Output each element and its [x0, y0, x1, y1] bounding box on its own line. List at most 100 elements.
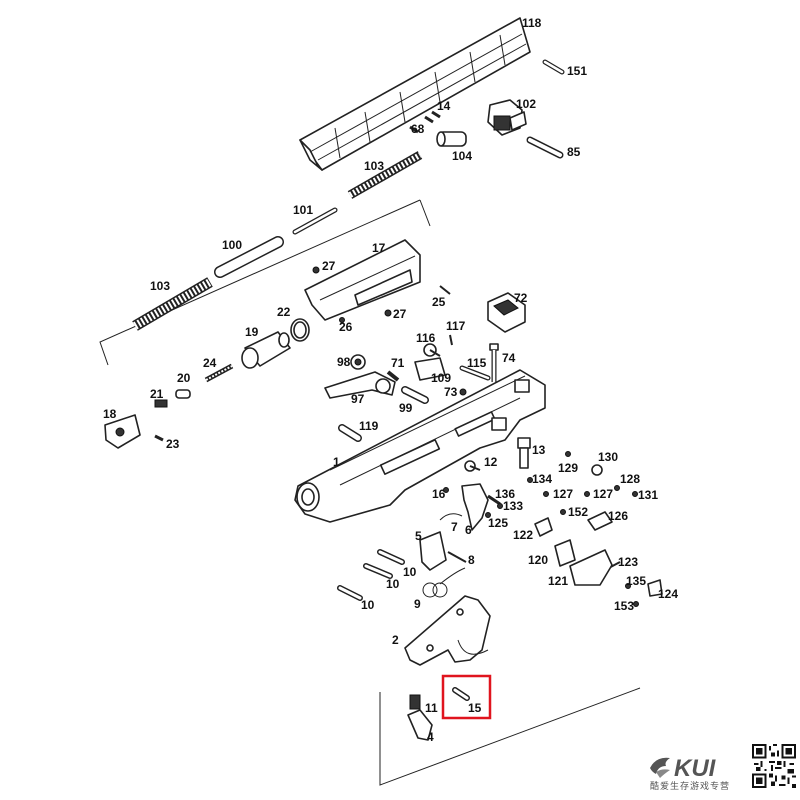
receiver-part-1 — [294, 369, 546, 523]
part-8 — [447, 551, 467, 563]
label-129: 129 — [558, 461, 578, 475]
label-25: 25 — [432, 295, 446, 309]
pin-part-15 — [452, 687, 470, 701]
sight-part-102 — [487, 99, 527, 136]
label-24: 24 — [203, 356, 217, 370]
label-126: 126 — [608, 509, 628, 523]
label-19: 19 — [245, 325, 259, 339]
label-136: 136 — [495, 487, 515, 501]
lever-part-97 — [324, 371, 396, 399]
brand-name: KUI — [674, 755, 717, 782]
label-127-right: 127 — [593, 487, 613, 501]
handguard-part-118 — [299, 17, 531, 171]
label-109: 109 — [431, 371, 451, 385]
label-125: 125 — [488, 516, 508, 530]
label-134: 134 — [532, 472, 552, 486]
label-152: 152 — [568, 505, 588, 519]
label-115: 115 — [467, 356, 487, 370]
label-104: 104 — [452, 149, 472, 163]
parts-116-117 — [423, 334, 453, 357]
label-128: 128 — [620, 472, 640, 486]
parts-135-124-153 — [625, 579, 663, 607]
label-10-middle: 10 — [386, 577, 400, 591]
label-98: 98 — [337, 355, 351, 369]
part-152 — [560, 509, 566, 515]
part-104 — [436, 131, 467, 147]
part-122 — [534, 517, 553, 537]
part-5 — [419, 531, 447, 571]
label-10-lower: 10 — [361, 598, 375, 612]
label-123: 123 — [618, 555, 638, 569]
spring-part-7 — [439, 513, 463, 521]
spring-part-24 — [204, 363, 234, 383]
brand-logo: KUI — [650, 755, 717, 782]
label-100: 100 — [222, 238, 242, 252]
pin-part-99 — [401, 386, 429, 404]
label-74: 74 — [502, 351, 516, 365]
o-ring-part-22 — [290, 318, 310, 342]
rod-part-101 — [292, 207, 338, 235]
label-99: 99 — [399, 401, 413, 415]
brand-slogan: 酷爱生存游戏专营 — [650, 781, 731, 791]
spring-part-103-upper — [347, 151, 423, 199]
part-labels: 118 151 102 14 68 104 85 103 101 100 17 … — [103, 16, 678, 744]
screw-part-26 — [339, 317, 345, 323]
screw-part-74 — [489, 343, 499, 382]
label-5: 5 — [415, 529, 422, 543]
spring-part-103-lower — [132, 277, 213, 331]
label-1: 1 — [333, 455, 340, 469]
part-17 — [304, 239, 421, 321]
label-130: 130 — [598, 450, 618, 464]
spring-part-71 — [386, 370, 400, 382]
label-101: 101 — [293, 203, 313, 217]
label-71: 71 — [391, 356, 405, 370]
label-122: 122 — [513, 528, 533, 542]
label-103-lower: 103 — [150, 279, 170, 293]
label-72: 72 — [514, 291, 528, 305]
label-21: 21 — [150, 387, 164, 401]
label-135: 135 — [626, 574, 646, 588]
part-12 — [464, 460, 481, 472]
label-18: 18 — [103, 407, 117, 421]
label-20: 20 — [177, 371, 191, 385]
part-18 — [104, 414, 141, 449]
label-13: 13 — [532, 443, 546, 457]
pin-part-119 — [338, 424, 362, 442]
trigger-housing-part-2 — [404, 595, 491, 666]
label-97: 97 — [351, 392, 365, 406]
part-121 — [569, 549, 613, 586]
label-2: 2 — [392, 633, 399, 647]
pin-part-25 — [439, 285, 451, 295]
label-4: 4 — [427, 730, 434, 744]
screws-part-127 — [543, 491, 590, 497]
label-7: 7 — [451, 520, 458, 534]
cylinder-part-19 — [241, 331, 291, 369]
label-151: 151 — [567, 64, 587, 78]
frame-lines — [99, 199, 641, 786]
label-133: 133 — [503, 499, 523, 513]
label-17: 17 — [372, 241, 386, 255]
qr-code — [752, 744, 796, 788]
label-22: 22 — [277, 305, 291, 319]
label-26: 26 — [339, 320, 353, 334]
label-16: 16 — [432, 487, 446, 501]
label-117: 117 — [446, 319, 466, 333]
screw-part-13 — [517, 437, 531, 469]
label-23: 23 — [166, 437, 180, 451]
label-27-upper: 27 — [322, 259, 336, 273]
part-16 — [443, 487, 449, 493]
label-116: 116 — [416, 331, 436, 345]
label-102: 102 — [516, 97, 536, 111]
label-11: 11 — [425, 701, 438, 715]
label-10-upper: 10 — [403, 565, 417, 579]
spring-part-11 — [409, 694, 421, 710]
label-85: 85 — [567, 145, 581, 159]
label-73: 73 — [444, 385, 458, 399]
part-98 — [350, 354, 366, 370]
part-109 — [414, 357, 446, 381]
bird-logo-icon — [650, 757, 670, 778]
label-119: 119 — [359, 419, 379, 433]
label-103-upper: 103 — [364, 159, 384, 173]
pin-part-151 — [542, 59, 565, 75]
